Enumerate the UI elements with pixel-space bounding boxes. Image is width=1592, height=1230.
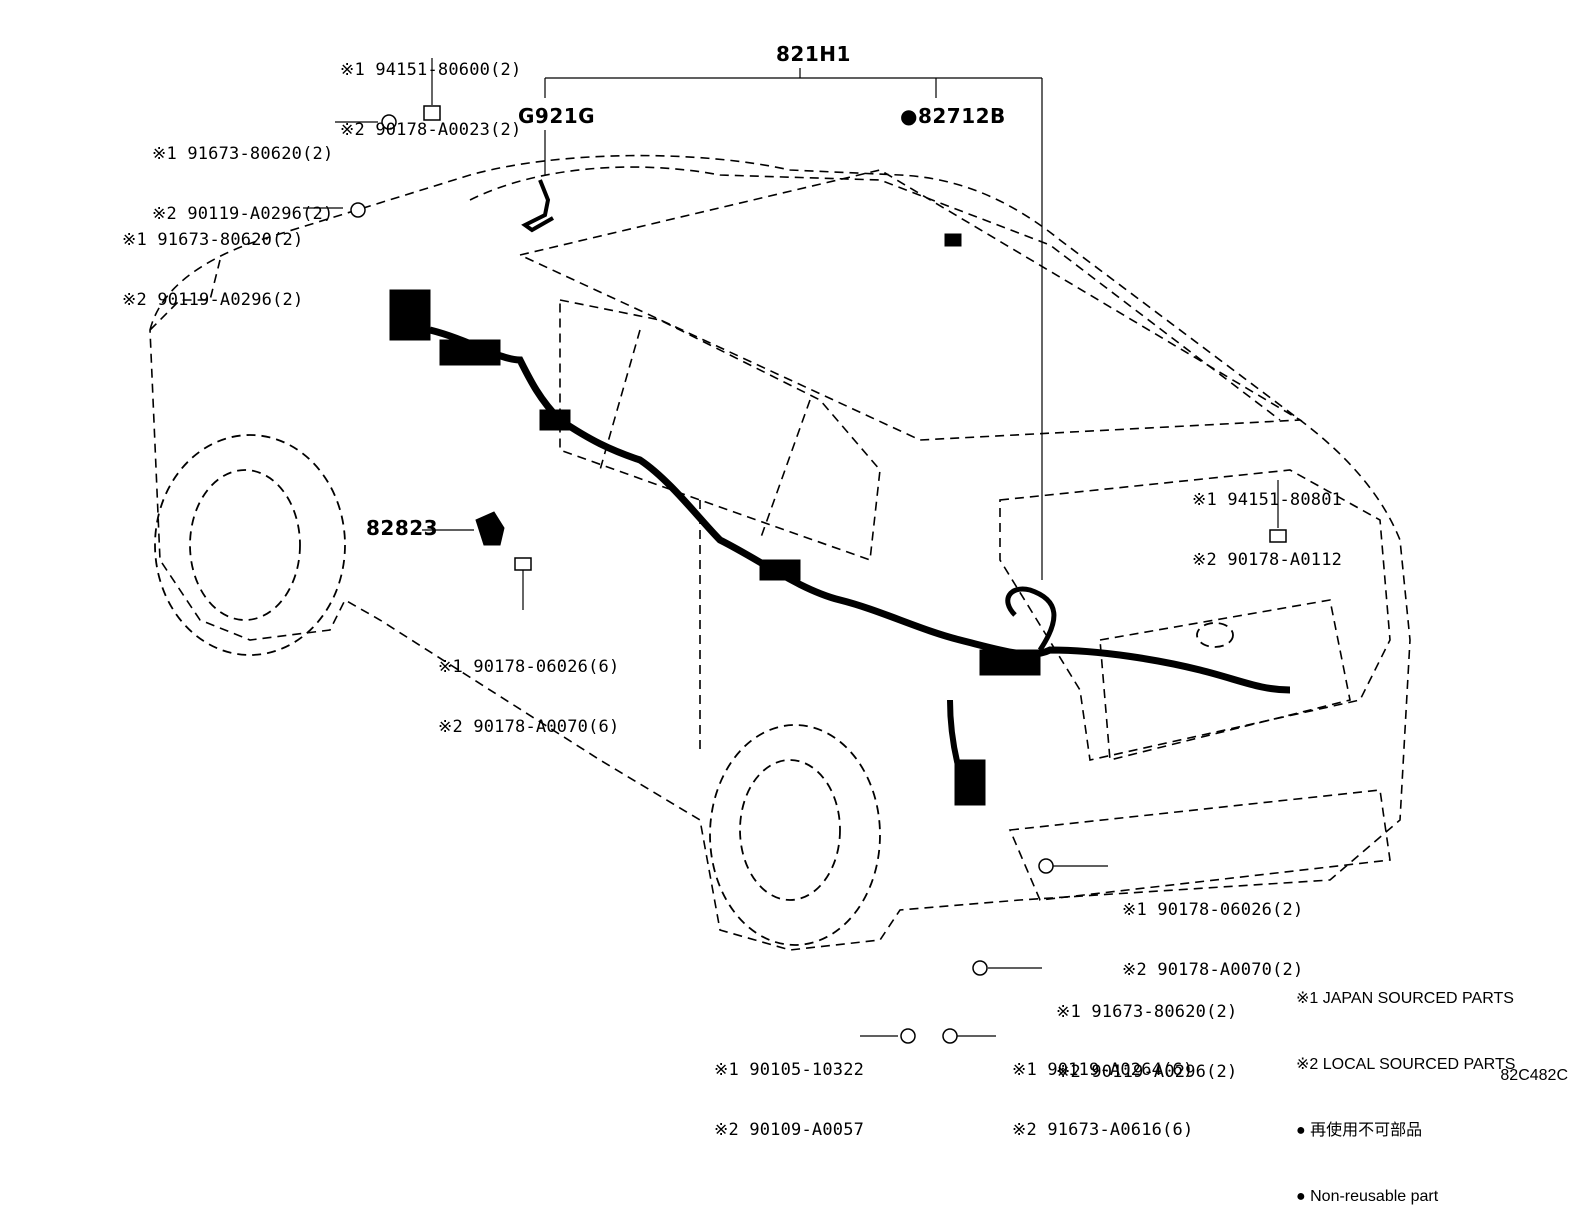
part-line-2: ※2 90119-A0296(2) [1056, 1062, 1238, 1082]
part-line-2: ※2 91673-A0616(6) [1012, 1120, 1194, 1140]
roof-panel [517, 169, 1303, 441]
legend-japan-parts: ※1 JAPAN SOURCED PARTS [1296, 990, 1514, 1007]
part-line-1: ※1 91673-80620(2) [122, 230, 304, 250]
roof-line [469, 166, 1281, 421]
rear-wheel-inner [739, 759, 841, 901]
rear-window [1099, 599, 1351, 762]
part-label-p4: ※1 90178-06026(6) ※2 90178-A0070(6) [438, 617, 619, 757]
part-line-1: ※1 94151-80600(2) [340, 60, 522, 80]
rear-emblem [1196, 622, 1234, 648]
cowl-connector [439, 339, 501, 366]
callout-82712b: ●82712B [900, 104, 1006, 128]
bracket-82823 [475, 511, 505, 546]
legend-local-parts: ※2 LOCAL SOURCED PARTS [1296, 1056, 1516, 1073]
part-line-2: ※2 90178-A0023(2) [340, 120, 522, 140]
part-label-p7: ※1 91673-80620(2) ※2 90119-A0296(2) [1056, 962, 1237, 1102]
callout-lines [303, 58, 1279, 1037]
callout-821h1: 821H1 [776, 42, 851, 66]
part-line-2: ※2 90109-A0057 [714, 1120, 865, 1140]
hood-edge [149, 259, 221, 331]
junction-block [954, 759, 986, 806]
legend-non-reusable-jp: ● 再使用不可部品 [1296, 1122, 1423, 1139]
connector-82712b [944, 233, 962, 247]
part-label-p9: ※1 90119-A0264(6) ※2 91673-A0616(6) [1012, 1020, 1193, 1160]
part-label-p3: ※1 91673-80620(2) ※2 90119-A0296(2) [122, 190, 303, 330]
harness-assembly [389, 179, 1291, 806]
vehicle-outline [149, 154, 1411, 951]
rear-wheel-outer [709, 724, 881, 946]
wheels [154, 434, 1234, 946]
front-connector [389, 289, 431, 341]
legend-non-reusable-en: ● Non-reusable part [1296, 1188, 1439, 1205]
part-label-p6: ※1 90178-06026(2) ※2 90178-A0070(2) [1122, 860, 1303, 1000]
part-line-1: ※1 90178-06026(2) [1122, 900, 1304, 920]
part-line-2: ※2 90119-A0296(2) [152, 204, 334, 224]
part-label-p2: ※1 91673-80620(2) ※2 90119-A0296(2) [152, 104, 333, 244]
legend: ※1 JAPAN SOURCED PARTS ※2 LOCAL SOURCED … [1296, 944, 1515, 1230]
front-wheel-outer [154, 434, 346, 656]
callout-82823: 82823 [366, 516, 439, 540]
part-line-2: ※2 90178-A0070(2) [1122, 960, 1304, 980]
part-label-p1: ※1 94151-80600(2) ※2 90178-A0023(2) [340, 20, 521, 160]
rear-bumper [1008, 789, 1391, 901]
diagram-code: 82C482C [1500, 1067, 1568, 1084]
part-line-1: ※1 90178-06026(6) [438, 657, 620, 677]
part-line-1: ※1 90119-A0264(6) [1012, 1060, 1194, 1080]
fasteners [350, 105, 1287, 1044]
sensor-g921g [521, 179, 554, 233]
part-line-1: ※1 90105-10322 [714, 1060, 865, 1080]
part-line-2: ※2 90178-A0070(6) [438, 717, 620, 737]
wiring-harness-diagram [149, 58, 1411, 1044]
side-window [559, 299, 881, 562]
part-label-p8: ※1 90105-10322 ※2 90109-A0057 [714, 1020, 864, 1160]
part-label-p5: ※1 94151-80801 ※2 90178-A0112 [1192, 450, 1342, 590]
part-line-2: ※2 90119-A0296(2) [122, 290, 304, 310]
part-line-1: ※1 91673-80620(2) [1056, 1002, 1238, 1022]
part-line-2: ※2 90178-A0112 [1192, 550, 1343, 570]
front-wheel-inner [189, 469, 301, 621]
part-line-1: ※1 94151-80801 [1192, 490, 1343, 510]
part-line-1: ※1 91673-80620(2) [152, 144, 334, 164]
door-line-b [759, 399, 811, 541]
body-outline [149, 154, 1411, 951]
callout-g921g: G921G [518, 104, 596, 128]
